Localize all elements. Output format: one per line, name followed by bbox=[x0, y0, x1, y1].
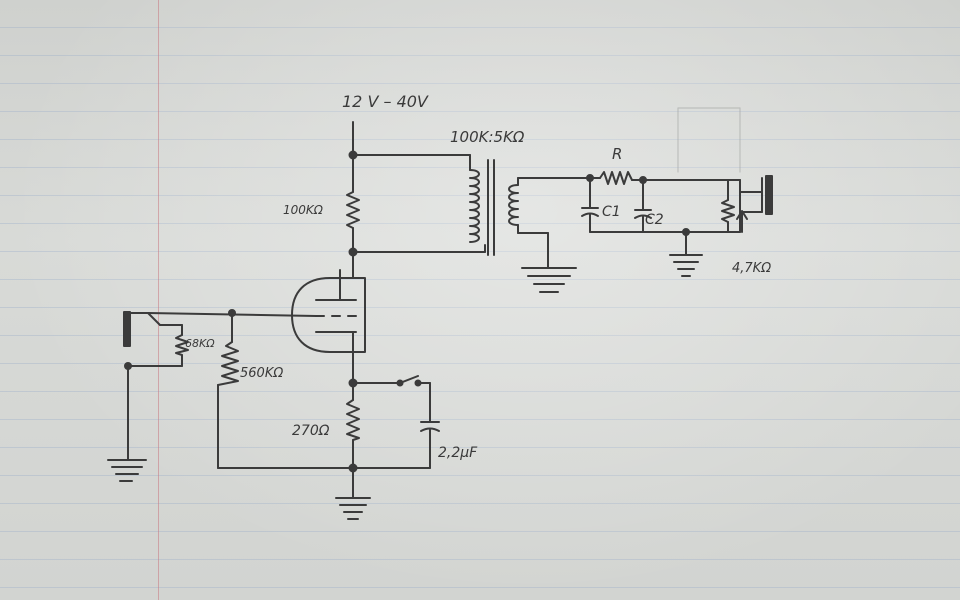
capacitor-c1 bbox=[581, 207, 599, 217]
junction-dot bbox=[639, 176, 647, 184]
potentiometer bbox=[721, 179, 748, 233]
ground-symbol-transformer bbox=[521, 267, 577, 293]
ground-symbol-input bbox=[107, 459, 147, 482]
junction-dot bbox=[348, 378, 358, 388]
junction-dot bbox=[348, 247, 358, 257]
vacuum-tube bbox=[291, 269, 366, 353]
cap2-label: C2 bbox=[645, 212, 664, 228]
transformer-ratio-label: 100K:5KΩ bbox=[450, 128, 525, 146]
junction-dot bbox=[682, 228, 690, 236]
ground-symbol-output bbox=[669, 254, 703, 277]
margin-line bbox=[158, 0, 159, 600]
supply-voltage-label: 12 V – 40V bbox=[342, 92, 428, 111]
input-resistor-label: 68KΩ bbox=[185, 337, 215, 350]
filter-resistor-label: R bbox=[612, 145, 623, 163]
junction-dot bbox=[348, 150, 358, 160]
junction-dot bbox=[586, 174, 594, 182]
bypass-capacitor-label: 2,2µF bbox=[438, 445, 478, 461]
output-transformer bbox=[469, 159, 519, 256]
grid-resistor-label: 560KΩ bbox=[240, 366, 284, 381]
plate-resistor-label: 100KΩ bbox=[283, 203, 323, 217]
switch-contact bbox=[396, 379, 404, 387]
cathode-wires bbox=[352, 331, 431, 499]
bypass-capacitor bbox=[420, 421, 440, 432]
output-jack bbox=[739, 175, 773, 215]
input-resistor bbox=[175, 334, 189, 356]
junction-dot bbox=[124, 362, 132, 370]
cathode-resistor bbox=[346, 399, 360, 441]
filter-resistor bbox=[599, 171, 633, 185]
cap1-label: C1 bbox=[602, 204, 621, 220]
switch-contact bbox=[414, 379, 422, 387]
ground-symbol-main bbox=[335, 497, 371, 520]
junction-dot bbox=[348, 463, 358, 473]
plate-resistor bbox=[346, 191, 360, 229]
secondary-wires bbox=[517, 177, 741, 269]
erased-sketch bbox=[677, 107, 741, 173]
potentiometer-label: 4,7KΩ bbox=[732, 261, 772, 276]
input-jack bbox=[123, 311, 149, 347]
cathode-resistor-label: 270Ω bbox=[292, 423, 330, 439]
junction-dot bbox=[228, 309, 236, 317]
grid-resistor bbox=[217, 341, 239, 386]
capacitor-c2 bbox=[634, 209, 652, 219]
input-wires bbox=[127, 312, 431, 469]
